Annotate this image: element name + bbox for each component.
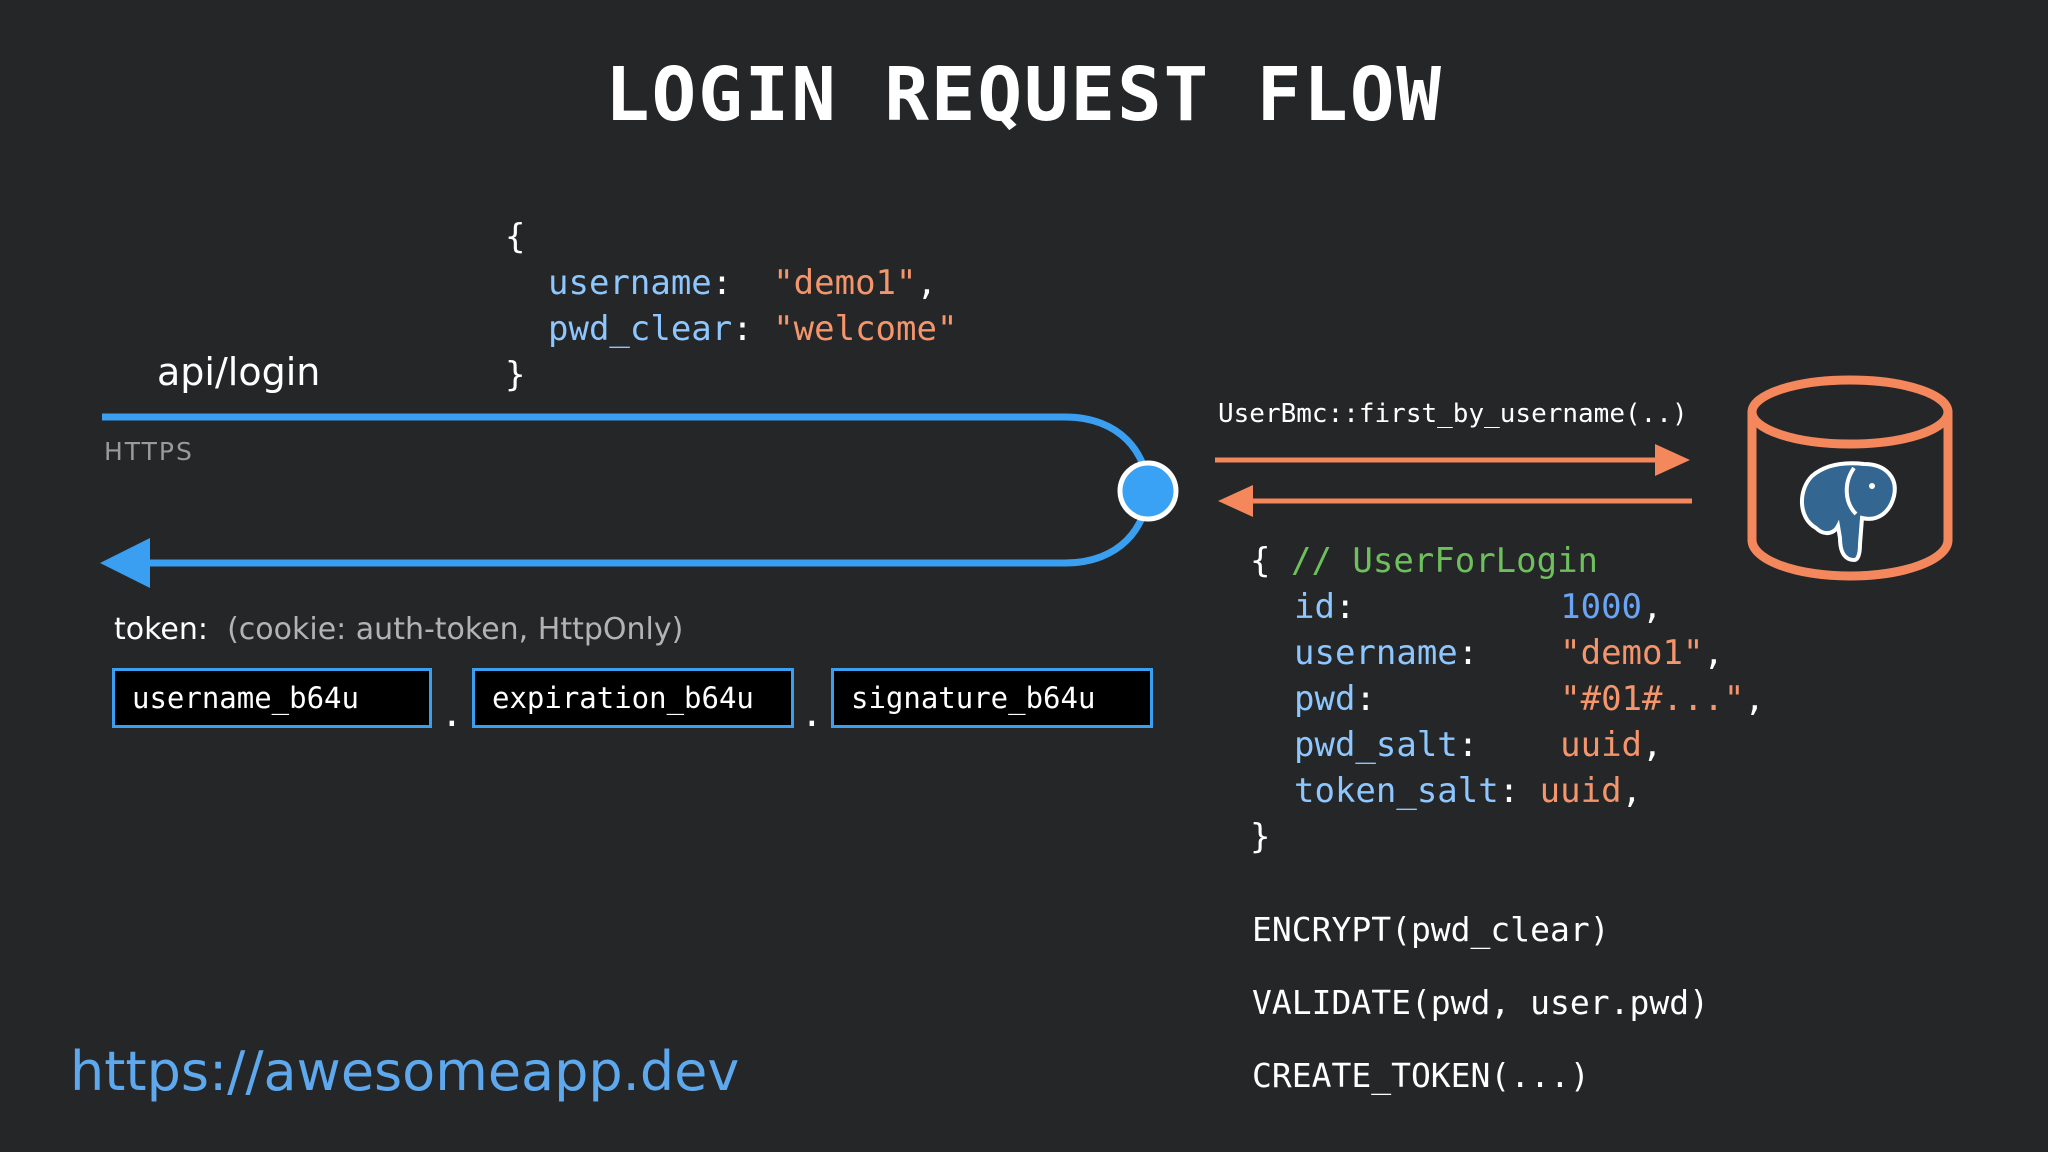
- token-part-username: username_b64u: [112, 668, 432, 728]
- field-value: uuid: [1560, 725, 1643, 765]
- field-sep: :: [1498, 771, 1540, 811]
- field-value: 1000: [1560, 587, 1643, 627]
- response-arrowhead: [100, 538, 150, 588]
- token-separator: .: [441, 694, 463, 735]
- token-part-expiration: expiration_b64u: [472, 668, 794, 728]
- field-sep: :: [1457, 725, 1561, 765]
- field-key: username: [1294, 633, 1458, 673]
- field-key: id: [1294, 587, 1335, 627]
- operation-encrypt: ENCRYPT(pwd_clear): [1252, 910, 1610, 949]
- footer-url: https://awesomeapp.dev: [70, 1040, 740, 1103]
- brace: {: [1250, 541, 1271, 581]
- field-trail: ,: [1703, 633, 1724, 673]
- token-label: token:: [114, 612, 208, 647]
- field-value: "welcome": [773, 309, 958, 349]
- field-key: pwd: [1294, 679, 1356, 719]
- request-field-pwd-clear: pwd_clear: "welcome": [548, 306, 957, 352]
- field-trail: ,: [1621, 771, 1643, 811]
- field-sep: :: [711, 263, 774, 303]
- user-field-id: id: 1000,: [1294, 584, 1663, 630]
- user-field-pwd-salt: pwd_salt: uuid,: [1294, 722, 1663, 768]
- operation-validate: VALIDATE(pwd, user.pwd): [1252, 983, 1709, 1022]
- page-title: LOGIN REQUEST FLOW: [605, 52, 1443, 138]
- field-sep: :: [1457, 633, 1561, 673]
- server-node: [1117, 460, 1179, 522]
- db-query-arrowhead: [1655, 444, 1690, 476]
- user-for-login-close: }: [1250, 817, 1271, 857]
- operation-create-token: CREATE_TOKEN(...): [1252, 1056, 1590, 1095]
- field-trail: ,: [1642, 587, 1663, 627]
- field-sep: :: [1334, 587, 1561, 627]
- user-for-login-open: { // UserForLogin: [1250, 538, 1598, 584]
- field-trail: ,: [1642, 725, 1663, 765]
- user-field-username: username: "demo1",: [1294, 630, 1724, 676]
- token-part-signature: signature_b64u: [831, 668, 1153, 728]
- request-flow-arrow: [102, 413, 1151, 567]
- field-key: pwd_salt: [1294, 725, 1458, 765]
- struct-comment: // UserForLogin: [1290, 541, 1599, 581]
- field-value: "demo1": [773, 263, 917, 303]
- request-body-open: {: [505, 217, 526, 257]
- field-value: "demo1": [1560, 633, 1704, 673]
- token-separator: .: [801, 694, 823, 735]
- user-field-pwd: pwd: "#01#...",: [1294, 676, 1765, 722]
- field-sep: :: [1355, 679, 1561, 719]
- field-key: username: [548, 263, 712, 303]
- field-key: token_salt: [1294, 771, 1499, 811]
- field-value: uuid: [1539, 771, 1622, 811]
- database-icon: [1747, 375, 1953, 581]
- field-trail: ,: [1744, 679, 1765, 719]
- request-field-username: username: "demo1",: [548, 260, 937, 306]
- postgresql-elephant-icon: [1799, 461, 1897, 563]
- token-description: token: (cookie: auth-token, HttpOnly): [114, 612, 683, 647]
- endpoint-label: api/login: [157, 350, 321, 394]
- field-trail: ,: [916, 263, 937, 303]
- field-value: "#01#...": [1560, 679, 1745, 719]
- db-function-label: UserBmc::first_by_username(..): [1218, 399, 1688, 429]
- token-note: (cookie: auth-token, HttpOnly): [227, 612, 684, 647]
- db-response-arrowhead: [1218, 485, 1253, 517]
- protocol-label: HTTPS: [104, 437, 194, 466]
- field-sep: :: [732, 309, 774, 349]
- user-field-token-salt: token_salt: uuid,: [1294, 768, 1642, 814]
- request-body-close: }: [505, 355, 526, 395]
- field-key: pwd_clear: [548, 309, 733, 349]
